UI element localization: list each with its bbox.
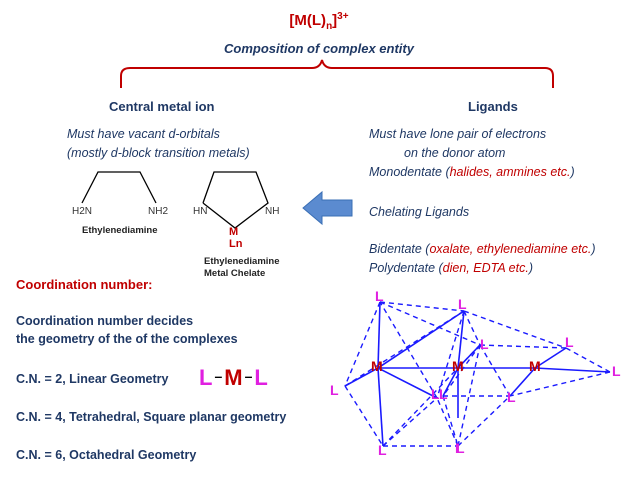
- monodentate-note: Monodentate (halides, ammines etc.): [369, 165, 575, 179]
- ligand-atom: L: [378, 442, 387, 458]
- ligand-atom: L: [330, 382, 339, 398]
- ligand-atom: L: [565, 334, 574, 350]
- ligand-atom: L: [455, 440, 464, 456]
- ligand-atom: L: [458, 296, 467, 312]
- decides-line-1: Coordination number decides: [16, 314, 194, 328]
- ligand-atom: L: [375, 288, 384, 304]
- decides-line-2: the geometry of the of the complexes: [16, 332, 238, 346]
- chelating-note: Chelating Ligands: [369, 205, 470, 219]
- ethylenediamine-skeleton: [81, 171, 157, 204]
- bidentate-note: Bidentate (oxalate, ethylenediamine etc.…: [369, 242, 596, 256]
- chelate-right-amine: NH: [265, 206, 280, 217]
- ligand-atom: L: [431, 386, 440, 402]
- en-right-amine: NH2: [148, 206, 169, 217]
- cn4-line: C.N. = 4, Tetrahedral, Square planar geo…: [16, 410, 287, 424]
- coordination-heading: Coordination number:: [16, 277, 153, 292]
- chelate-ring: [202, 171, 269, 229]
- linear-formula: L–M–L: [199, 365, 268, 390]
- cn6-line: C.N. = 6, Octahedral Geometry: [16, 448, 197, 462]
- composition-brace: [120, 59, 554, 88]
- chelate-caption-1: Ethylenediamine: [204, 256, 280, 267]
- donor-atom-note: on the donor atom: [404, 146, 506, 160]
- en-caption: Ethylenediamine: [82, 225, 158, 236]
- central-metal-heading: Central metal ion: [109, 99, 215, 114]
- chelate-caption-2: Metal Chelate: [204, 268, 266, 279]
- lone-pair-note: Must have lone pair of electrons: [369, 127, 547, 141]
- ligand-atom: L: [612, 363, 621, 379]
- vacant-orbitals-note: Must have vacant d-orbitals: [67, 127, 220, 141]
- left-arrow: [302, 190, 353, 226]
- polydentate-note: Polydentate (dien, EDTA etc.): [369, 261, 533, 275]
- ligand-atom: L: [480, 336, 489, 352]
- chelate-metal: M: [229, 226, 239, 238]
- ligand-atom: L: [507, 389, 516, 405]
- chelate-ligand: Ln: [229, 238, 243, 250]
- ligand-atom: L: [439, 386, 448, 402]
- d-block-note: (mostly d-block transition metals): [67, 146, 250, 160]
- metal-atom-3: M: [529, 358, 541, 374]
- chelate-left-amine: HN: [193, 206, 208, 217]
- complex-formula: [M(L)n]3+: [289, 11, 349, 32]
- ligand-atom: L: [456, 440, 465, 456]
- ligands-heading: Ligands: [468, 99, 518, 114]
- metal-atom-2: M: [452, 358, 464, 374]
- cn2-line: C.N. = 2, Linear Geometry: [16, 372, 169, 386]
- metal-atom-1: M: [371, 358, 383, 374]
- subtitle: Composition of complex entity: [224, 41, 414, 56]
- en-left-amine: H2N: [72, 206, 93, 217]
